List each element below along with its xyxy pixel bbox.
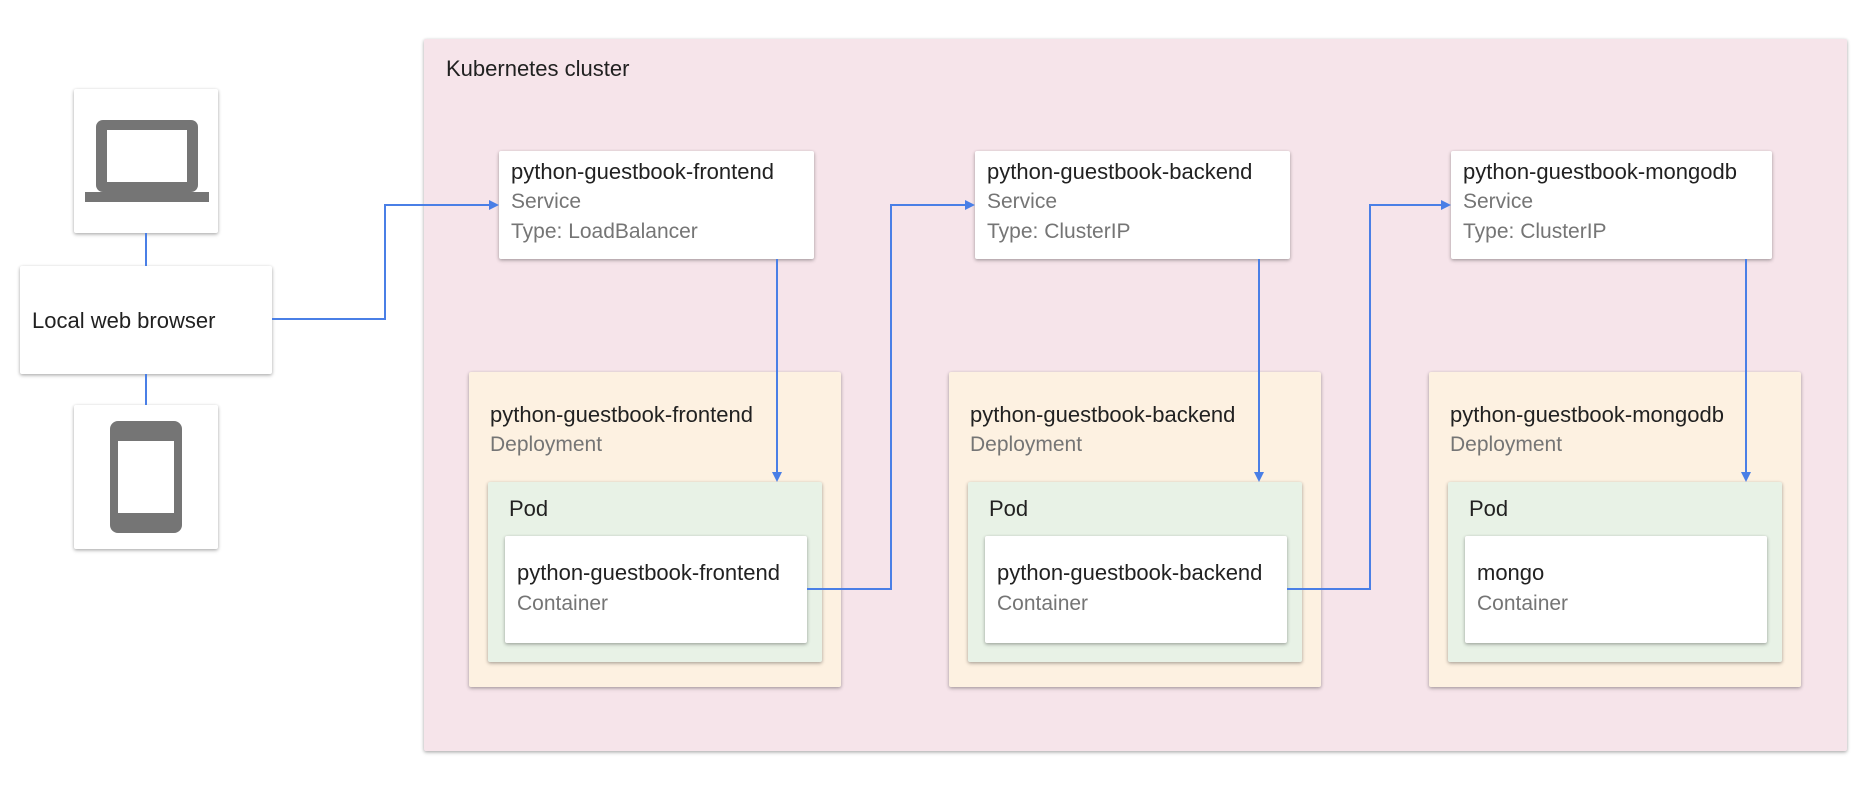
container-kind: Container — [997, 592, 1089, 615]
container: mongo Container — [1465, 536, 1767, 643]
service-kind: Service — [987, 190, 1058, 213]
deployment-kind: Deployment — [1450, 433, 1563, 456]
service-name: python-guestbook-mongodb — [1463, 159, 1737, 184]
service-frontend: python-guestbook-frontend Service Type: … — [499, 151, 814, 259]
laptop-icon — [85, 120, 209, 202]
deployment-name: python-guestbook-mongodb — [1450, 402, 1724, 427]
browser-label: Local web browser — [32, 308, 216, 333]
pod-label: Pod — [989, 496, 1029, 521]
pod: Pod python-guestbook-backend Container — [968, 482, 1302, 662]
deployment-kind: Deployment — [490, 433, 603, 456]
service-kind: Service — [1463, 190, 1534, 213]
container: python-guestbook-backend Container — [985, 536, 1287, 643]
pod-label: Pod — [1469, 496, 1509, 521]
service-type: Type: LoadBalancer — [511, 220, 698, 243]
cluster-label: Kubernetes cluster — [446, 56, 630, 81]
service-name: python-guestbook-backend — [987, 159, 1253, 184]
deployment-name: python-guestbook-frontend — [490, 402, 753, 427]
tablet-card — [74, 405, 218, 549]
frontend-container-to-backend-service — [807, 200, 975, 590]
service-type: Type: ClusterIP — [1463, 220, 1607, 243]
deployment-mongodb: python-guestbook-mongodb Deployment Pod … — [1429, 372, 1801, 687]
deployment-name: python-guestbook-backend — [970, 402, 1236, 427]
browser-card: Local web browser — [20, 266, 272, 374]
deployment-frontend: python-guestbook-frontend Deployment Pod… — [469, 372, 841, 687]
pod: Pod mongo Container — [1448, 482, 1782, 662]
pod-label: Pod — [509, 496, 549, 521]
pod: Pod python-guestbook-frontend Container — [488, 482, 822, 662]
browser-to-frontend-service — [272, 200, 499, 320]
service-backend: python-guestbook-backend Service Type: C… — [975, 151, 1290, 259]
laptop-card — [74, 89, 218, 233]
service-kind: Service — [511, 190, 582, 213]
service-type: Type: ClusterIP — [987, 220, 1131, 243]
service-mongodb: python-guestbook-mongodb Service Type: C… — [1451, 151, 1772, 259]
tablet-icon — [110, 421, 182, 533]
backend-container-to-mongodb-service — [1287, 200, 1451, 590]
container-name: python-guestbook-frontend — [517, 560, 780, 585]
container-kind: Container — [1477, 592, 1569, 615]
deployment-kind: Deployment — [970, 433, 1083, 456]
service-name: python-guestbook-frontend — [511, 159, 774, 184]
container: python-guestbook-frontend Container — [505, 536, 807, 643]
container-kind: Container — [517, 592, 609, 615]
container-name: python-guestbook-backend — [997, 560, 1263, 585]
container-name: mongo — [1477, 560, 1545, 585]
